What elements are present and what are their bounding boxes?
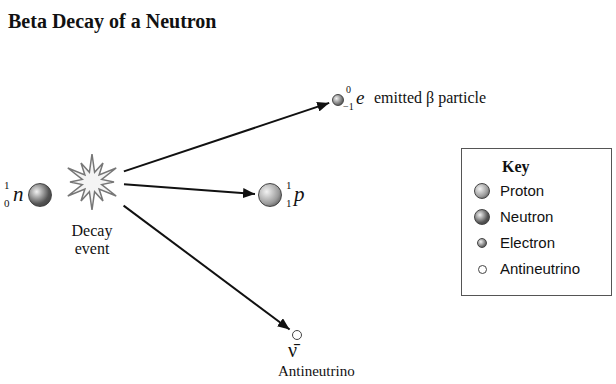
- particle-ball: [292, 330, 302, 340]
- particle-symbol: n: [13, 184, 24, 205]
- decay-event-burst: Decay event: [62, 152, 122, 212]
- legend-text: Antineutrino: [500, 261, 580, 276]
- decay-arrow: [124, 206, 290, 330]
- legend-text: Neutron: [500, 209, 553, 224]
- diagram-title: Beta Decay of a Neutron: [8, 10, 216, 33]
- particle-symbol: e: [356, 88, 364, 107]
- mass-number: 0: [346, 85, 351, 95]
- particle-symbol: ν̄: [288, 340, 297, 360]
- particle-name: Antineutrino: [278, 364, 355, 379]
- legend-swatch: [477, 238, 487, 248]
- event-label: Decay event: [66, 222, 118, 259]
- legend-heading: Key: [502, 158, 530, 176]
- mass-number: 1: [4, 180, 10, 191]
- atomic-number: 0: [4, 198, 10, 209]
- legend-text: Proton: [500, 183, 544, 198]
- charge-number: −1: [343, 102, 354, 112]
- decay-arrow: [124, 184, 255, 194]
- atomic-number: 1: [286, 198, 292, 209]
- legend-swatch: [478, 265, 487, 274]
- particle-ball: [258, 183, 282, 207]
- burst-symbol: [62, 152, 122, 212]
- legend-text: Electron: [500, 235, 555, 250]
- proton-particle: 11p: [258, 183, 282, 207]
- legend-swatch: [474, 209, 490, 225]
- particle-ball: [28, 183, 52, 207]
- antineutrino-particle: ν̄Antineutrino: [292, 330, 302, 340]
- neutron-particle: 10n: [28, 183, 52, 207]
- legend-swatch: [474, 183, 490, 199]
- electron-particle: 0−1eemitted β particle: [332, 94, 344, 106]
- particle-description: emitted β particle: [374, 90, 486, 106]
- particle-symbol: p: [294, 184, 305, 205]
- particle-ball: [332, 94, 344, 106]
- legend-box: KeyProtonNeutronElectronAntineutrino: [461, 148, 612, 296]
- decay-arrow: [124, 103, 329, 171]
- mass-number: 1: [286, 180, 292, 191]
